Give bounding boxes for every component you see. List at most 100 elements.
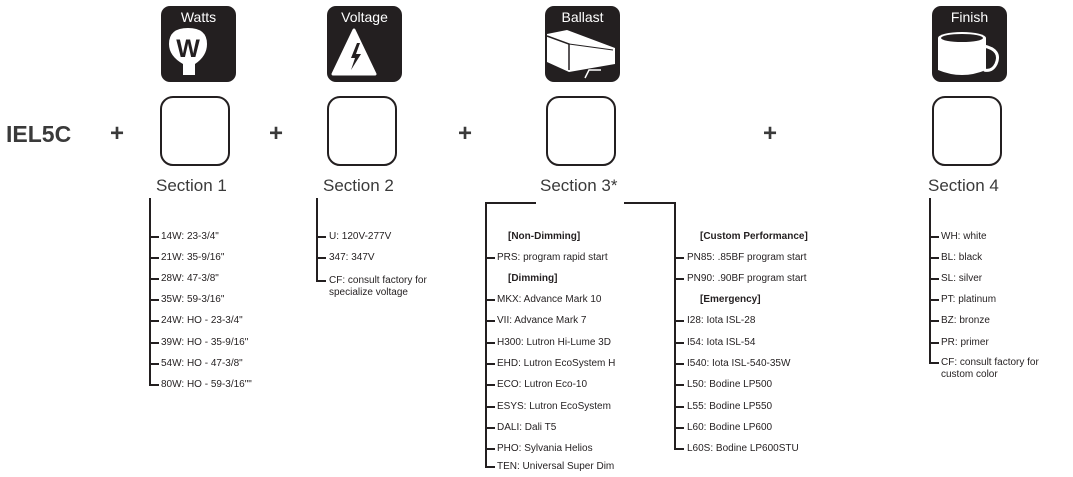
section-1-tree-line [149,198,151,386]
section-2-label: Section 2 [323,176,394,195]
section-3-bracket-left [485,202,536,204]
plus-sign: + [458,120,473,147]
ballast-option: L60S: Bodine LP600STU [687,443,799,454]
dimming-header: [Dimming] [508,273,558,284]
ballast-option: I540: Iota ISL-540-35W [687,358,791,369]
tree-tick [149,320,159,322]
section-1-option: 35W: 59-3/16" [161,294,225,305]
section-4-label: Section 4 [928,176,999,195]
paint-can-icon [938,32,999,75]
watts-icon-letter: W [176,35,200,63]
tree-tick [485,342,495,344]
section-1-label: Section 1 [156,176,227,195]
ballast-option: H300: Lutron Hi-Lume 3D [497,337,611,348]
section-4-option: SL: silver [941,273,983,284]
section-4-option: WH: white [941,231,987,242]
tree-tick [149,342,159,344]
tree-tick [674,448,684,450]
tree-tick [485,406,495,408]
finish-header-label: Finish [950,9,989,25]
plus-sign: + [269,120,284,147]
tree-tick [674,427,684,429]
section-2-selector[interactable] [327,96,397,166]
ballast-header-label: Ballast [561,9,604,25]
ballast-option: PN85: .85BF program start [687,252,807,263]
ballast-option: ECO: Lutron Eco-10 [497,379,588,390]
tree-tick [929,236,939,238]
ballast-option: VII: Advance Mark 7 [497,315,587,326]
tree-tick [929,299,939,301]
section-4-option: CF: consult factory for custom color [941,357,1039,380]
section-1-option: 14W: 23-3/4" [161,231,219,242]
tree-tick [149,278,159,280]
tree-tick [149,257,159,259]
tree-tick [674,384,684,386]
model-code: IEL5C [6,121,72,147]
watt-bulb-icon: W [169,28,207,75]
ballast-option: PN90: .90BF program start [687,273,807,284]
ballast-option: L55: Bodine LP550 [687,401,773,412]
tree-tick [929,320,939,322]
tree-tick [316,280,326,282]
watts-header: Watts W [161,6,236,82]
section-3-selector[interactable] [546,96,616,166]
tree-tick [485,384,495,386]
ballast-option: DALI: Dali T5 [497,422,557,433]
section-3-label: Section 3* [540,176,618,195]
voltage-header-label: Voltage [341,9,388,25]
emergency-header: [Emergency] [700,294,761,305]
tree-tick [485,363,495,365]
ballast-option: MKX: Advance Mark 10 [497,294,602,305]
section-2-option: CF: consult factory for specialize volta… [329,275,427,298]
ballast-option: L50: Bodine LP500 [687,379,773,390]
section-1-option: 21W: 35-9/16" [161,252,225,263]
section-4-option: BZ: bronze [941,315,990,326]
tree-tick [674,278,684,280]
finish-header: Finish [932,6,1007,82]
tree-tick [674,257,684,259]
section-4-selector[interactable] [932,96,1002,166]
tree-tick [485,466,495,468]
tree-tick [674,406,684,408]
tree-tick [149,299,159,301]
ballast-option: L60: Bodine LP600 [687,422,773,433]
ballast-option: I28: Iota ISL-28 [687,315,756,326]
section-1-option: 54W: HO - 47-3/8" [161,358,243,369]
section-4-option: BL: black [941,252,983,263]
tree-tick [316,236,326,238]
section-1-selector[interactable] [160,96,230,166]
tree-tick [485,320,495,322]
ballast-option: TEN: Universal Super Dim [497,461,615,472]
section-4-option: PT: platinum [941,294,997,305]
ballast-option: ESYS: Lutron EcoSystem [497,401,611,412]
section-4-option: PR: primer [941,337,989,348]
tree-tick [316,257,326,259]
tree-tick [929,257,939,259]
tree-tick [149,384,159,386]
tree-tick [149,236,159,238]
ballast-option: PRS: program rapid start [497,252,608,263]
section-1-option: 80W: HO - 59-3/16"" [161,379,252,390]
section-4-tree-line [929,198,931,364]
tree-tick [929,362,939,364]
tree-tick [929,342,939,344]
ballast-option: I54: Iota ISL-54 [687,337,756,348]
high-voltage-icon [331,28,377,76]
section-3-bracket-right [624,202,676,204]
plus-sign: + [763,120,778,147]
ballast-header: Ballast [545,6,620,82]
voltage-header: Voltage [327,6,402,82]
non-dimming-header: [Non-Dimming] [508,231,581,242]
tree-tick [485,299,495,301]
custom-performance-header: [Custom Performance] [700,231,808,242]
tree-tick [485,448,495,450]
section-1-option: 24W: HO - 23-3/4" [161,315,243,326]
tree-tick [674,342,684,344]
ballast-icon [546,30,615,79]
section-2-option: 347: 347V [329,252,375,263]
section-2-option: U: 120V-277V [329,231,392,242]
tree-tick [929,278,939,280]
tree-tick [149,363,159,365]
section-1-option: 28W: 47-3/8" [161,273,219,284]
tree-tick [485,427,495,429]
